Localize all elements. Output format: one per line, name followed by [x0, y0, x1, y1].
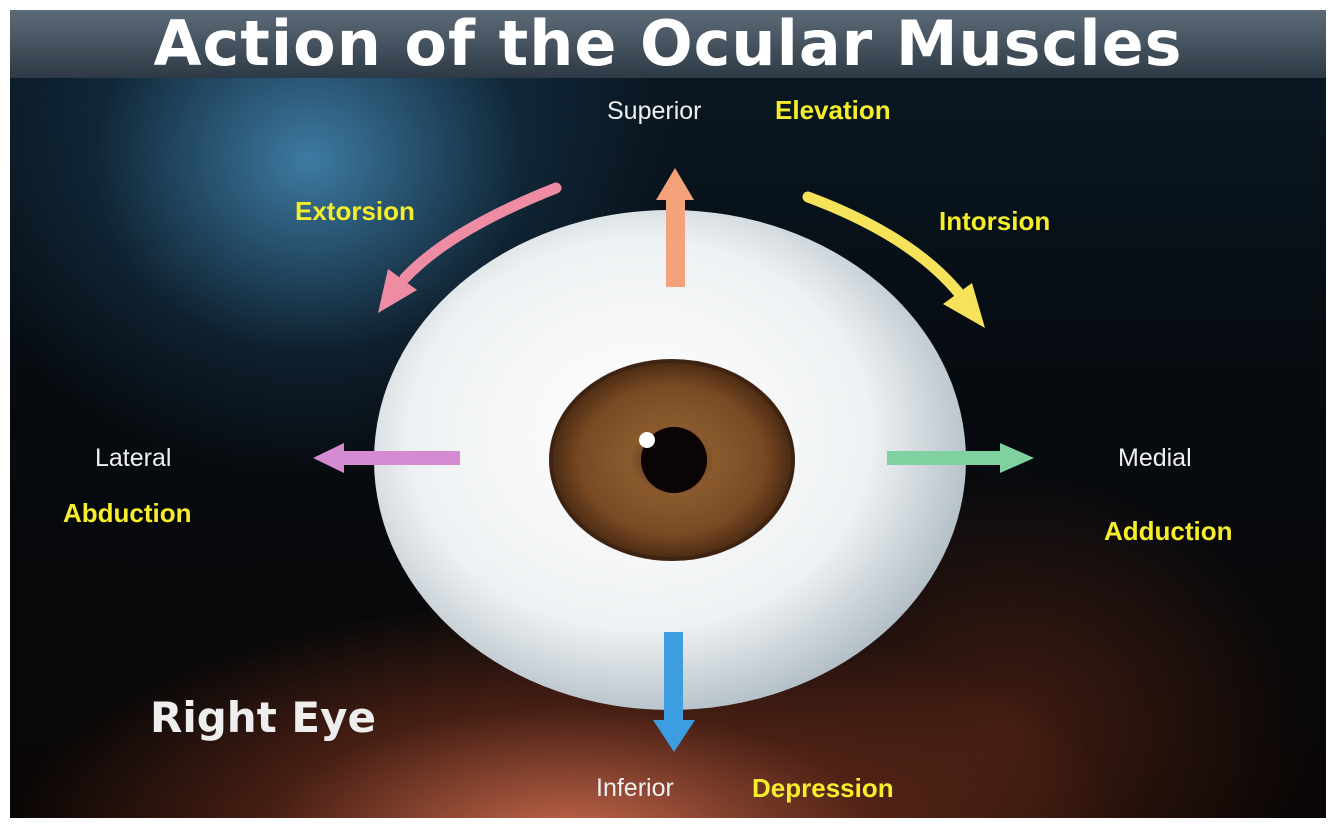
diagram-frame: Action of the Ocular Muscles — [10, 10, 1326, 818]
lateral-label: Lateral — [95, 444, 171, 473]
depression-label: Depression — [752, 773, 894, 804]
right-eye-label: Right Eye — [150, 693, 376, 742]
inferior-label: Inferior — [596, 774, 674, 803]
medial-label: Medial — [1118, 444, 1192, 473]
adduction-label: Adduction — [1104, 516, 1233, 547]
superior-label: Superior — [607, 97, 702, 126]
elevation-label: Elevation — [775, 95, 891, 126]
intorsion-label: Intorsion — [939, 206, 1050, 237]
abduction-label: Abduction — [63, 498, 192, 529]
extorsion-label: Extorsion — [295, 196, 415, 227]
pupil-highlight — [639, 432, 655, 448]
